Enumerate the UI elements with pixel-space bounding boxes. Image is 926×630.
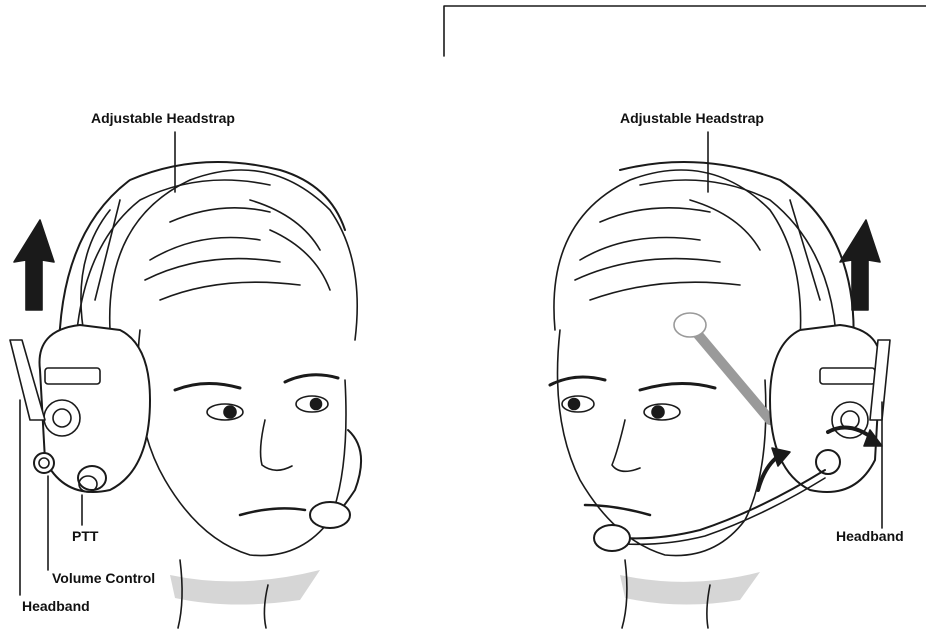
right-ghost-boom (690, 325, 770, 420)
left-hair-strand (145, 259, 280, 280)
left-headband-label: Headband (22, 598, 90, 614)
left-hair-strand (250, 200, 320, 250)
left-brow-1 (175, 383, 240, 390)
left-pupil-1 (224, 406, 236, 418)
right-brow-2 (640, 383, 715, 390)
right-mic-swivel (816, 450, 840, 474)
left-headstrap-label: Adjustable Headstrap (91, 110, 235, 126)
left-nose (261, 420, 292, 470)
left-neck-shadow (170, 570, 320, 605)
right-face-outline (558, 330, 766, 556)
right-hair-outline (554, 170, 801, 340)
left-brow-2 (285, 375, 338, 382)
left-hair-strand (270, 230, 330, 290)
right-hair-strand (580, 238, 700, 261)
right-headband-detail (790, 200, 820, 300)
right-mouth (585, 505, 650, 515)
frame-corner-line (444, 6, 926, 56)
right-hair-strand (575, 259, 720, 280)
right-hair-strand (690, 200, 760, 250)
right-pupil-1 (569, 399, 580, 410)
left-pupil-2 (311, 399, 322, 410)
right-nose (612, 420, 640, 471)
up-arrow-icon (840, 220, 880, 310)
right-mic (594, 525, 630, 551)
right-head-illustration (550, 132, 890, 628)
right-headband-label: Headband (836, 528, 904, 544)
ptt-label: PTT (72, 528, 98, 544)
right-hair-strand (600, 208, 710, 222)
up-arrow-icon (14, 220, 54, 310)
left-mouth (240, 508, 305, 515)
left-hair-strand (160, 282, 300, 300)
left-hair-outline (110, 170, 358, 340)
left-hair-strand (150, 238, 260, 261)
right-ghost-mic (674, 313, 706, 337)
right-pupil-2 (652, 406, 664, 418)
right-neck-shadow (620, 572, 760, 605)
left-head-illustration (10, 132, 361, 628)
right-headstrap-label: Adjustable Headstrap (620, 110, 764, 126)
volume-knob (34, 453, 54, 473)
left-hair-strand (170, 208, 270, 222)
left-headband-detail (81, 210, 110, 340)
right-hair-strand (590, 282, 740, 300)
volume-control-label: Volume Control (52, 570, 155, 586)
left-mic (310, 502, 350, 528)
